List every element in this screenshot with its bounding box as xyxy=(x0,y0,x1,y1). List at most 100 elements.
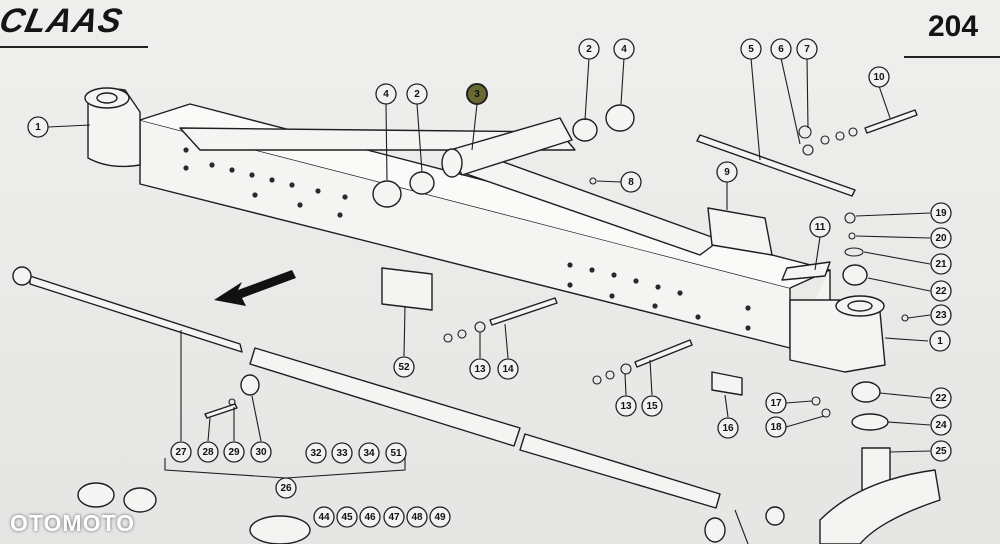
callout-number: 4 xyxy=(383,89,389,100)
callout-circle xyxy=(385,442,407,464)
spacer-plate-52 xyxy=(381,267,433,311)
callout-circle xyxy=(930,202,952,224)
callout-number: 22 xyxy=(935,286,947,297)
part-callout-26: 26 xyxy=(275,477,297,499)
callout-number: 44 xyxy=(318,512,330,523)
bolt-28 xyxy=(204,403,238,419)
callout-circle xyxy=(469,358,491,380)
washers-and-nuts xyxy=(228,125,909,418)
callout-circle xyxy=(358,442,380,464)
bolt-holes xyxy=(183,147,751,331)
thrust-bearing-24 xyxy=(851,413,889,431)
part-callout-46: 46 xyxy=(359,506,381,528)
part-callout-28: 28 xyxy=(197,441,219,463)
tie-rod-right xyxy=(519,433,721,509)
callout-number: 20 xyxy=(935,233,947,244)
bolt-15 xyxy=(634,339,693,368)
callout-number: 52 xyxy=(398,362,410,373)
callout-number: 11 xyxy=(815,222,826,233)
part-callout-30: 30 xyxy=(250,441,272,463)
callout-circle xyxy=(170,441,192,463)
callout-circle xyxy=(578,38,600,60)
callout-circle xyxy=(615,395,637,417)
callout-circle xyxy=(359,506,381,528)
part-callout-51: 51 xyxy=(385,442,407,464)
callout-circle xyxy=(613,38,635,60)
callout-circle xyxy=(27,116,49,138)
callout-number: 33 xyxy=(336,448,348,459)
hub-seal-left xyxy=(77,482,115,508)
callout-number: 1 xyxy=(35,122,41,133)
part-callout-22: 22 xyxy=(930,387,952,409)
callout-circle xyxy=(313,506,335,528)
bush-22-upper xyxy=(842,264,868,286)
page-number-underline xyxy=(904,56,1000,58)
callout-circle xyxy=(765,392,787,414)
callout-number: 14 xyxy=(502,364,514,375)
part-callout-4: 4 xyxy=(375,83,397,105)
part-callout-29: 29 xyxy=(223,441,245,463)
callout-circle xyxy=(809,216,831,238)
callout-number: 26 xyxy=(280,483,292,494)
part-callout-20: 20 xyxy=(930,227,952,249)
part-callout-44: 44 xyxy=(313,506,335,528)
callout-number: 13 xyxy=(474,364,486,375)
callout-number: 51 xyxy=(390,448,402,459)
callout-number: 16 xyxy=(722,423,734,434)
part-callout-8: 8 xyxy=(620,171,642,193)
part-callout-7: 7 xyxy=(796,38,818,60)
direction-arrow xyxy=(214,270,296,306)
part-callout-22: 22 xyxy=(930,280,952,302)
callout-number: 49 xyxy=(434,512,446,523)
part-callout-27: 27 xyxy=(170,441,192,463)
bushing-4-right xyxy=(605,104,635,132)
callout-circle xyxy=(197,441,219,463)
callout-circle xyxy=(375,83,397,105)
part-callout-25: 25 xyxy=(930,440,952,462)
callout-circle xyxy=(930,253,952,275)
bush-22-lower xyxy=(851,381,881,403)
page-number: 204 xyxy=(928,10,979,43)
part-callout-2: 2 xyxy=(578,38,600,60)
part-callout-21: 21 xyxy=(930,253,952,275)
bracket-16 xyxy=(711,371,743,396)
part-callout-15: 15 xyxy=(641,395,663,417)
callout-circle xyxy=(770,38,792,60)
callout-circle xyxy=(930,414,952,436)
part-callout-6: 6 xyxy=(770,38,792,60)
callout-circle xyxy=(275,477,297,499)
callout-number: 45 xyxy=(341,512,353,523)
tie-rod-end-right xyxy=(765,506,785,526)
callout-circle xyxy=(765,416,787,438)
callout-circle xyxy=(868,66,890,88)
tie-rod-end-left xyxy=(12,266,32,286)
watermark: OTOMOTO xyxy=(10,510,135,536)
part-callout-1: 1 xyxy=(27,116,49,138)
callout-number: 2 xyxy=(414,89,420,100)
grease-clamp-30 xyxy=(240,374,260,396)
callout-circle xyxy=(250,441,272,463)
part-callout-4: 4 xyxy=(613,38,635,60)
callout-number: 47 xyxy=(388,512,400,523)
rod-5 xyxy=(696,134,856,197)
callout-number: 25 xyxy=(935,446,947,457)
callout-number: 13 xyxy=(620,401,632,412)
part-callout-11: 11 xyxy=(809,216,831,238)
callout-circle xyxy=(740,38,762,60)
part-callout-23: 23 xyxy=(930,304,952,326)
nut-lower xyxy=(704,517,726,543)
part-callout-33: 33 xyxy=(331,442,353,464)
part-callout-32: 32 xyxy=(305,442,327,464)
bushing-2-left xyxy=(409,171,435,195)
part-callout-19: 19 xyxy=(930,202,952,224)
callout-number: 9 xyxy=(724,167,730,178)
callout-number: 10 xyxy=(873,72,885,83)
steering-knuckle xyxy=(819,469,941,544)
part-callout-16: 16 xyxy=(717,417,739,439)
hub-bearing-left xyxy=(123,487,157,513)
part-callout-13: 13 xyxy=(615,395,637,417)
callout-number: 34 xyxy=(363,448,375,459)
callout-circle xyxy=(466,83,488,105)
callout-number: 29 xyxy=(228,447,240,458)
